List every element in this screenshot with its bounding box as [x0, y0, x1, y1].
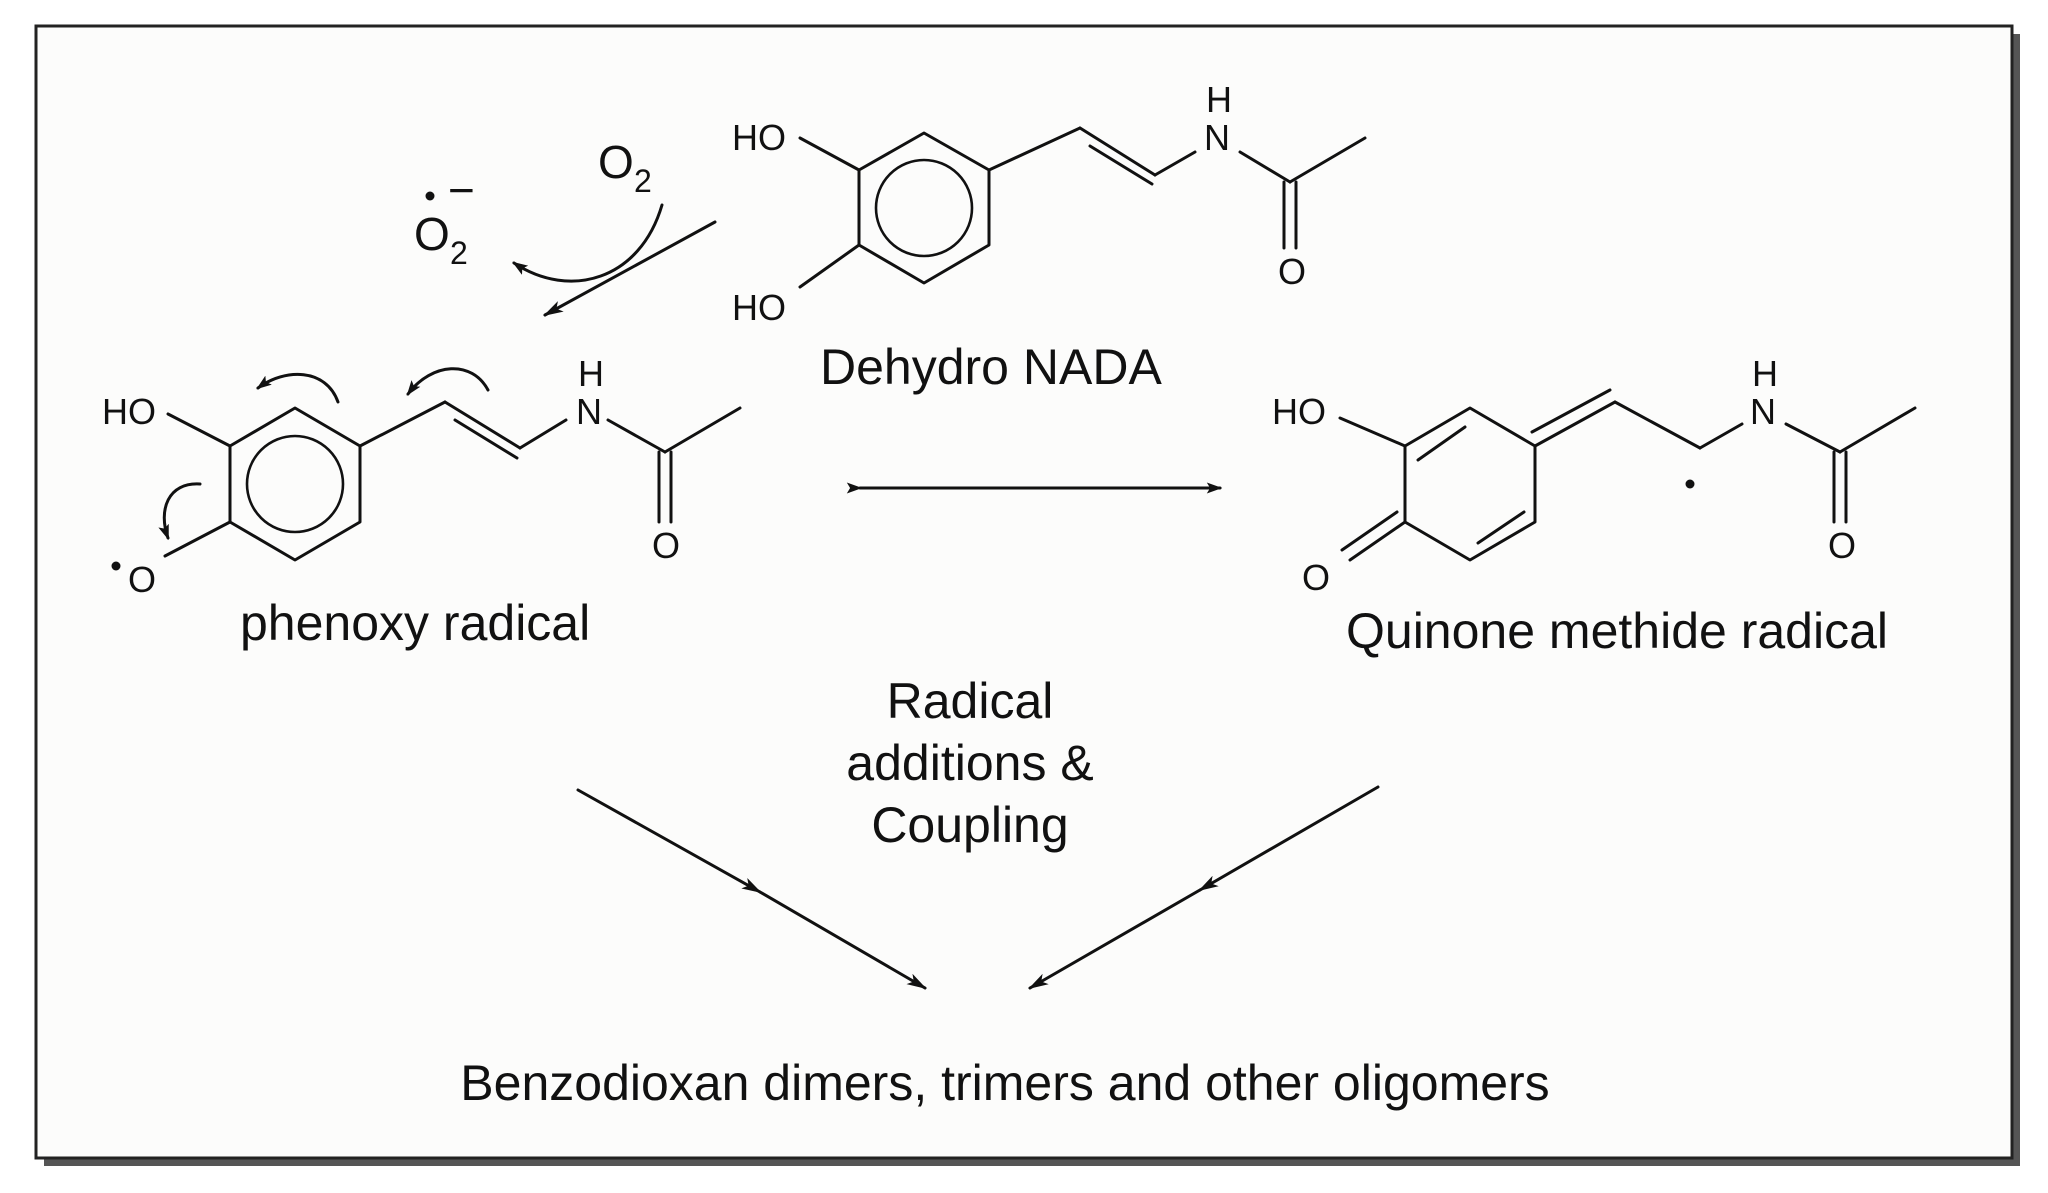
dehydro-nada-ring-aromatic — [874, 158, 974, 258]
process-line-3: Coupling — [871, 797, 1068, 853]
product-label: Benzodioxan dimers, trimers and other ol… — [460, 1055, 1549, 1111]
superoxide-radical-dot — [425, 191, 435, 201]
quinone-keto-o: O — [1302, 557, 1330, 598]
phenoxy-ho: HO — [102, 391, 156, 432]
right-arrow-lower — [1028, 888, 1202, 990]
phenoxy-ring-aromatic — [245, 434, 345, 534]
process-line-2: additions & — [846, 735, 1093, 791]
dehydro-nada-structure: HO HO H N O — [732, 79, 1367, 328]
quinone-nh-h: H — [1752, 353, 1778, 394]
right-arrow-upper — [1198, 785, 1380, 892]
superoxide-subscript: 2 — [450, 235, 468, 271]
o2-label: O — [598, 136, 634, 188]
quinone-carbonyl-o: O — [1828, 525, 1856, 566]
process-line-1: Radical — [887, 673, 1054, 729]
quinone-methide-structure: HO O H N O — [1272, 353, 1917, 598]
converging-arrows — [576, 785, 1380, 990]
dehydro-nada-ho-top: HO — [732, 117, 786, 158]
left-arrow-lower — [758, 890, 927, 990]
superoxide-charge: − — [448, 164, 475, 216]
dehydro-nada-name: Dehydro NADA — [820, 339, 1162, 395]
oxidation-step: O 2 O 2 − — [414, 136, 717, 317]
dehydro-nada-nh-n: N — [1204, 117, 1230, 158]
phenoxy-radical-name: phenoxy radical — [240, 595, 590, 651]
electron-arrow-vinyl — [406, 367, 490, 396]
dehydro-nada-ho-bottom: HO — [732, 287, 786, 328]
phenoxy-radical-structure: HO O H N O — [102, 353, 742, 600]
electron-arrow-oxygen — [158, 482, 202, 541]
phenoxy-radical-o: O — [128, 559, 156, 600]
oxidation-arrow — [543, 220, 717, 317]
o2-curved-arrow — [512, 203, 664, 283]
quinone-methide-radical-name: Quinone methide radical — [1346, 603, 1888, 659]
quinone-radical-dot — [1685, 479, 1695, 489]
phenoxy-radical-dot — [111, 561, 121, 571]
dehydro-nada-nh-h: H — [1206, 79, 1232, 120]
phenoxy-carbonyl-o: O — [652, 525, 680, 566]
phenoxy-nh-h: H — [578, 353, 604, 394]
superoxide-label: O — [414, 208, 450, 260]
o2-subscript: 2 — [634, 163, 652, 199]
quinone-ho: HO — [1272, 391, 1326, 432]
dehydro-nada-carbonyl-o: O — [1278, 251, 1306, 292]
frame — [34, 24, 2014, 1160]
left-arrow-upper — [576, 788, 762, 894]
electron-arrow-ring — [256, 372, 340, 404]
quinone-nh-n: N — [1750, 391, 1776, 432]
phenoxy-nh-n: N — [576, 391, 602, 432]
